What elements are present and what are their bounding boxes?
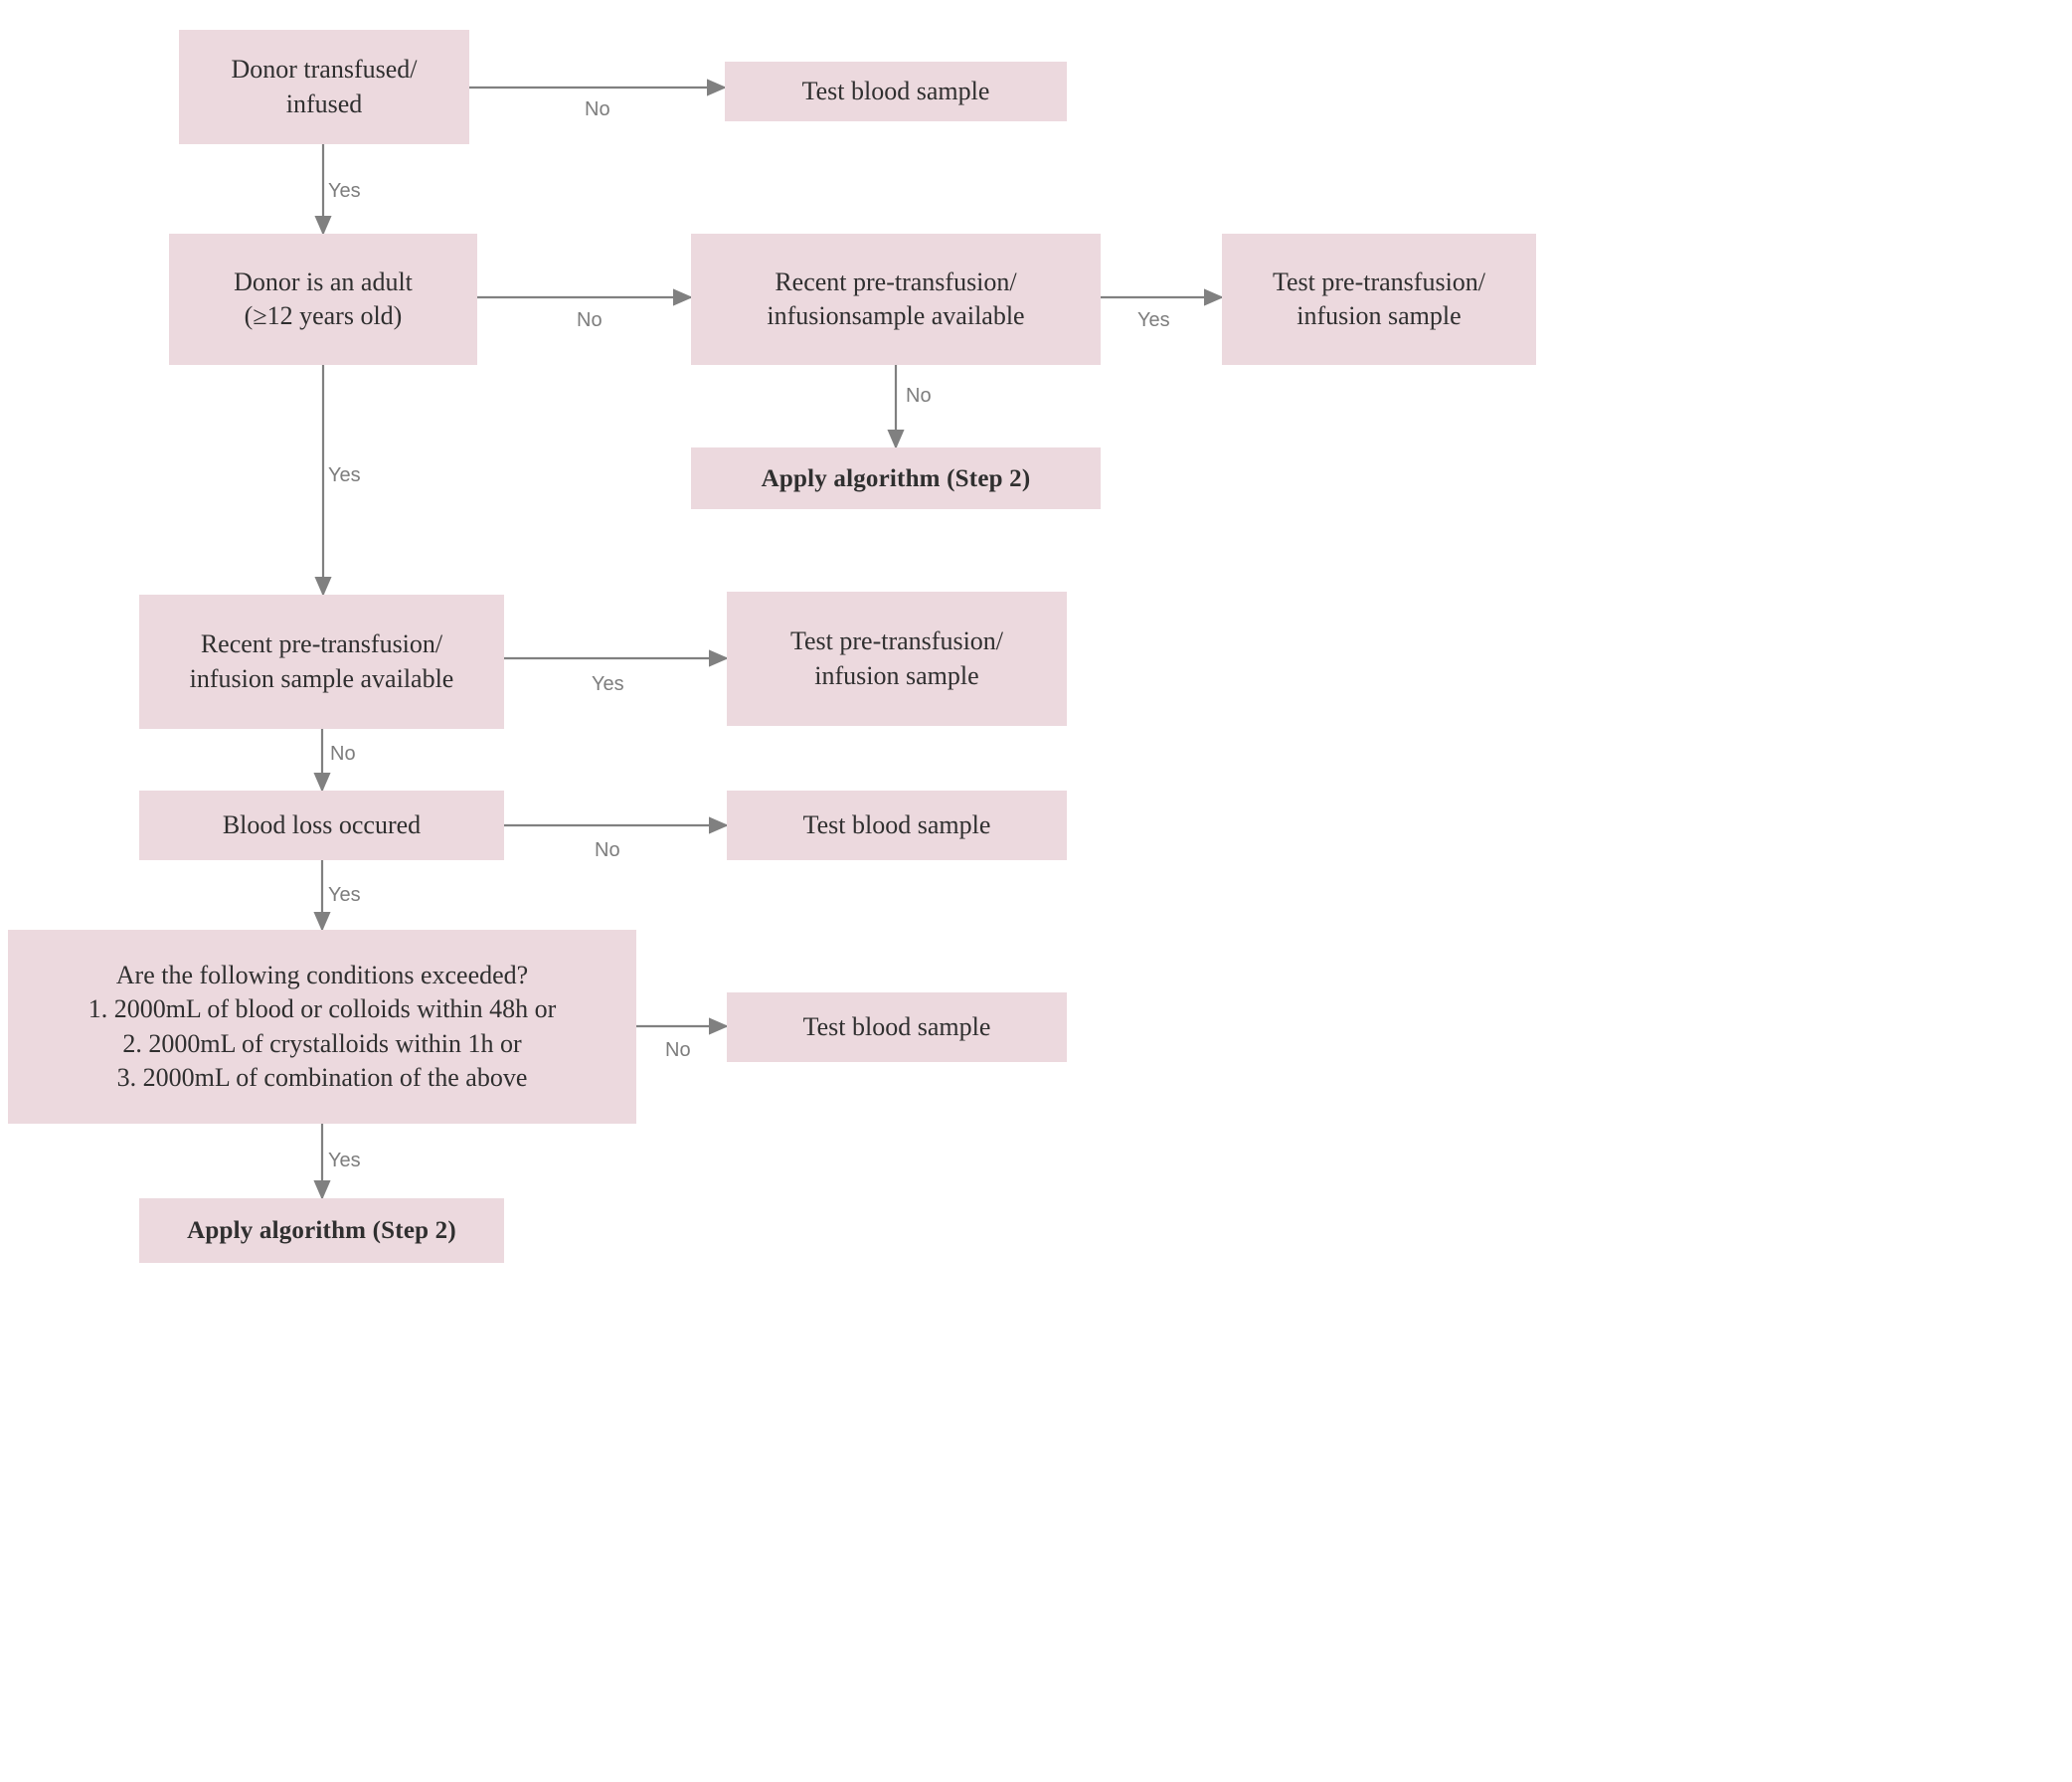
edge-label-e2: Yes bbox=[328, 180, 361, 202]
node-label: Donor transfused/ infused bbox=[231, 55, 418, 118]
node-test-blood-sample-1: Test blood sample bbox=[725, 62, 1067, 121]
edge-label-e1: No bbox=[585, 98, 610, 120]
edge-label-e3: No bbox=[577, 309, 603, 331]
node-label: Test blood sample bbox=[802, 1011, 991, 1041]
edge-label-e10: Yes bbox=[328, 884, 361, 906]
node-apply-algorithm-step2-b: Apply algorithm (Step 2) bbox=[139, 1198, 504, 1263]
node-label: Test blood sample bbox=[801, 76, 990, 105]
node-donor-is-adult: Donor is an adult (≥12 years old) bbox=[169, 234, 477, 365]
node-label: Blood loss occured bbox=[222, 809, 422, 839]
node-label: Recent pre-transfusion/ infusion sample … bbox=[189, 629, 454, 693]
node-label: Apply algorithm (Step 2) bbox=[187, 1217, 456, 1244]
edge-label-e9: No bbox=[595, 839, 620, 861]
edge-label-e11: No bbox=[665, 1039, 691, 1061]
edge-label-e12: Yes bbox=[328, 1150, 361, 1171]
node-label: Are the following conditions exceeded? 1… bbox=[87, 960, 557, 1092]
node-label: Test pre-transfusion/ infusion sample bbox=[1272, 267, 1486, 330]
node-test-pre-transfusion-1: Test pre-transfusion/ infusion sample bbox=[1222, 234, 1536, 365]
edge-label-e8: No bbox=[330, 743, 356, 765]
node-label: Recent pre-transfusion/ infusionsample a… bbox=[767, 267, 1025, 330]
edge-label-e6: Yes bbox=[328, 464, 361, 486]
flowchart-connectors bbox=[313, 79, 1224, 1200]
node-blood-loss-occured: Blood loss occured bbox=[139, 791, 504, 860]
node-label: Apply algorithm (Step 2) bbox=[761, 464, 1031, 492]
node-test-blood-sample-3: Test blood sample bbox=[727, 992, 1067, 1062]
node-conditions-exceeded: Are the following conditions exceeded? 1… bbox=[8, 930, 636, 1124]
node-recent-sample-minor: Recent pre-transfusion/ infusionsample a… bbox=[691, 234, 1101, 365]
node-label: Donor is an adult (≥12 years old) bbox=[234, 267, 413, 330]
node-test-pre-transfusion-2: Test pre-transfusion/ infusion sample bbox=[727, 592, 1067, 726]
node-donor-transfused: Donor transfused/ infused bbox=[179, 30, 469, 144]
node-recent-sample-adult: Recent pre-transfusion/ infusion sample … bbox=[139, 595, 504, 729]
edge-label-e7: Yes bbox=[592, 673, 624, 695]
node-label: Test blood sample bbox=[802, 809, 991, 839]
node-label: Test pre-transfusion/ infusion sample bbox=[789, 626, 1004, 690]
edge-label-e5: No bbox=[906, 385, 932, 407]
edge-label-e4: Yes bbox=[1137, 309, 1170, 331]
node-apply-algorithm-step2-a: Apply algorithm (Step 2) bbox=[691, 447, 1101, 509]
node-test-blood-sample-2: Test blood sample bbox=[727, 791, 1067, 860]
